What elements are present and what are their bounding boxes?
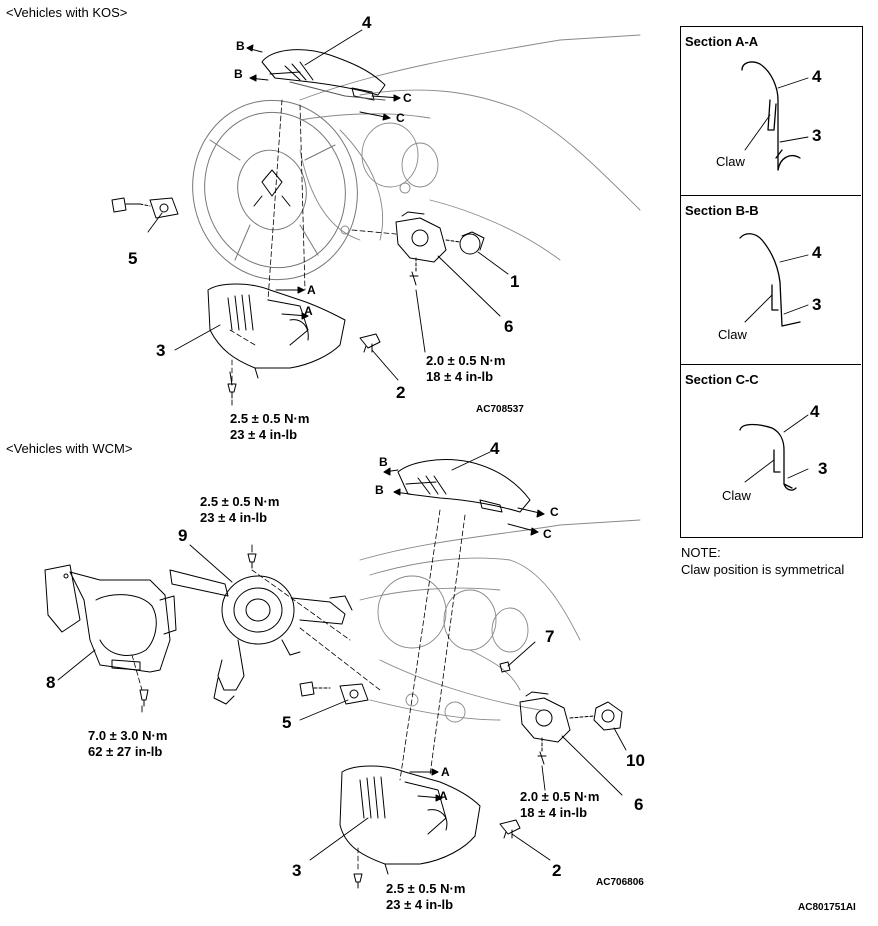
wcm-arrow-b-2: B (375, 483, 384, 497)
section-divider-1 (680, 195, 861, 196)
kos-torque-6-metric: 2.0 ± 0.5 N·m (426, 353, 506, 368)
wcm-part-2 (499, 819, 521, 839)
wcm-upper-cover (397, 459, 531, 513)
kos-lower-cover (207, 283, 346, 386)
section-cc-art (739, 423, 797, 491)
wcm-callout-10: 10 (626, 751, 645, 770)
wcm-arrow-a-1: A (441, 765, 450, 779)
kos-part-5 (111, 197, 179, 219)
kos-upper-cover (261, 49, 386, 101)
wcm-part-7 (499, 661, 511, 673)
wcm-torque-3-imperial: 23 ± 4 in-lb (386, 897, 454, 912)
wcm-callout-2: 2 (552, 861, 562, 880)
wcm-header: <Vehicles with WCM> (6, 441, 133, 456)
kos-figure-code: AC708537 (476, 404, 524, 415)
kos-arrow-b-1: B (236, 39, 245, 53)
kos-arrow-c-2: C (396, 111, 405, 125)
section-cc-label-4: 4 (810, 402, 820, 421)
kos-torque-3: 2.5 ± 0.5 N·m 23 ± 4 in-lb (230, 411, 309, 443)
kos-callout-4: 4 (362, 13, 372, 32)
wcm-callout-7: 7 (545, 627, 555, 646)
kos-arrows (246, 44, 401, 320)
wcm-part-8 (44, 564, 177, 707)
wcm-figure-code: AC706806 (596, 877, 644, 888)
wcm-torque-6: 2.0 ± 0.5 N·m 18 ± 4 in-lb (520, 789, 599, 821)
section-aa-label-3: 3 (812, 126, 822, 145)
wcm-callout-8: 8 (46, 673, 56, 692)
section-leaders (744, 77, 809, 483)
kos-torque-3-metric: 2.5 ± 0.5 N·m (230, 411, 310, 426)
wcm-leaders (57, 451, 627, 861)
kos-callout-6: 6 (504, 317, 514, 336)
kos-part-6 (351, 211, 447, 286)
kos-dashboard (299, 34, 641, 261)
kos-arrow-a-1: A (307, 283, 316, 297)
wcm-torque-9-imperial: 23 ± 4 in-lb (200, 510, 268, 525)
wcm-callout-9: 9 (178, 526, 188, 545)
wcm-torque-6-imperial: 18 ± 4 in-lb (520, 805, 588, 820)
kos-callout-3: 3 (156, 341, 166, 360)
section-aa-title: Section A-A (685, 34, 759, 49)
wcm-part-5 (299, 681, 369, 705)
wcm-torque-3-metric: 2.5 ± 0.5 N·m (386, 881, 466, 896)
section-cc-label-3: 3 (818, 459, 828, 478)
kos-part-1 (445, 231, 485, 255)
section-bb-label-4: 4 (812, 243, 822, 262)
kos-callout-1: 1 (510, 272, 520, 291)
section-bb-label-3: 3 (812, 295, 822, 314)
kos-callout-5: 5 (128, 249, 138, 268)
kos-arrow-b-2: B (234, 67, 243, 81)
wcm-screws (353, 873, 363, 889)
wcm-torque-8-imperial: 62 ± 27 in-lb (88, 744, 163, 759)
wcm-callout-4: 4 (490, 439, 500, 458)
section-cc-claw: Claw (722, 488, 751, 503)
wcm-torque-8-metric: 7.0 ± 3.0 N·m (88, 728, 168, 743)
section-aa-art (741, 61, 801, 171)
note-text: Claw position is symmetrical (681, 562, 845, 577)
wcm-torque-9-metric: 2.5 ± 0.5 N·m (200, 494, 280, 509)
figure-code: AC801751AI (798, 902, 856, 913)
note: NOTE: Claw position is symmetrical (681, 544, 844, 578)
section-divider-2 (680, 364, 861, 365)
wcm-part-9 (169, 553, 353, 705)
wcm-center-lines (131, 509, 466, 873)
wcm-part-10 (569, 701, 623, 731)
wcm-part-6 (519, 691, 571, 765)
kos-torque-6: 2.0 ± 0.5 N·m 18 ± 4 in-lb (426, 353, 505, 385)
section-cc-title: Section C-C (685, 372, 759, 387)
kos-torque-6-imperial: 18 ± 4 in-lb (426, 369, 494, 384)
section-aa-claw: Claw (716, 154, 745, 169)
wcm-arrow-c-1: C (550, 505, 559, 519)
section-bb-art (739, 233, 801, 327)
kos-arrow-c-1: C (403, 91, 412, 105)
wcm-torque-9: 2.5 ± 0.5 N·m 23 ± 4 in-lb (200, 494, 279, 526)
wcm-torque-6-metric: 2.0 ± 0.5 N·m (520, 789, 600, 804)
wcm-arrow-b-1: B (379, 455, 388, 469)
section-bb-title: Section B-B (685, 203, 759, 218)
kos-leaders (147, 29, 509, 406)
wcm-arrows (383, 467, 545, 802)
wcm-torque-8: 7.0 ± 3.0 N·m 62 ± 27 in-lb (88, 728, 167, 760)
kos-steering-wheel (192, 99, 358, 281)
kos-callout-2: 2 (396, 383, 406, 402)
kos-header: <Vehicles with KOS> (6, 5, 128, 20)
kos-part-2 (359, 333, 381, 353)
section-bb-claw: Claw (718, 327, 747, 342)
wcm-lower-cover (339, 765, 481, 875)
kos-torque-3-imperial: 23 ± 4 in-lb (230, 427, 298, 442)
note-title: NOTE: (681, 545, 721, 560)
wcm-arrow-c-2: C (543, 527, 552, 541)
section-aa-label-4: 4 (812, 67, 822, 86)
kos-arrow-a-2: A (304, 304, 313, 318)
wcm-arrow-a-2: A (439, 789, 448, 803)
section-panel (680, 26, 863, 538)
wcm-torque-3: 2.5 ± 0.5 N·m 23 ± 4 in-lb (386, 881, 465, 913)
wcm-dashboard (359, 519, 641, 723)
wcm-callout-3: 3 (292, 861, 302, 880)
wcm-callout-5: 5 (282, 713, 292, 732)
kos-screws (227, 383, 237, 399)
wcm-callout-6: 6 (634, 795, 644, 814)
kos-center-lines (229, 99, 306, 383)
